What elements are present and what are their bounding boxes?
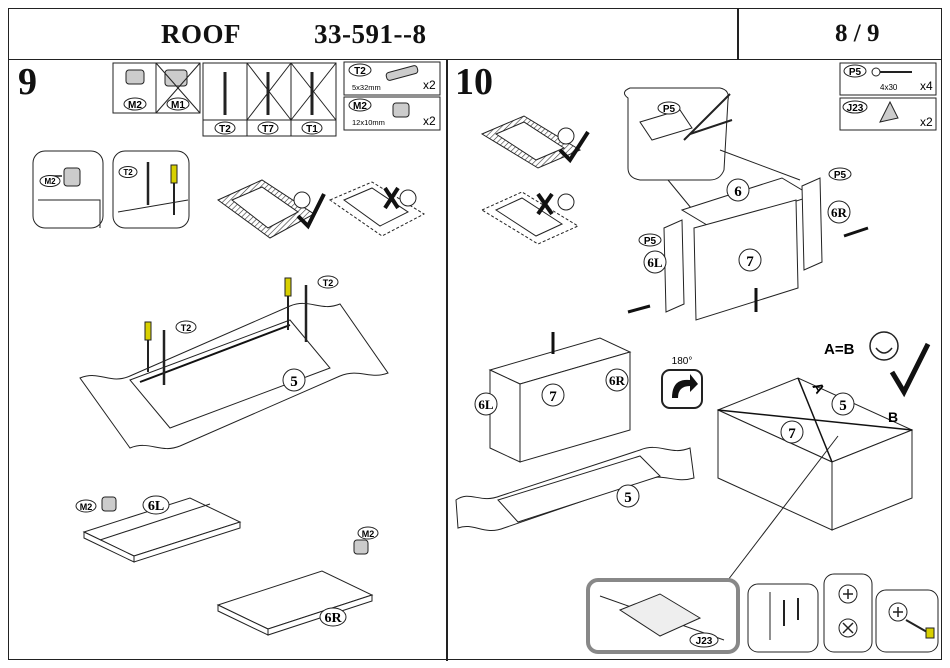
m2-part-label: M2	[128, 100, 142, 111]
instruction-sheet: ROOF 33-591--8 8 / 9	[8, 8, 942, 661]
detail-screw-3	[875, 589, 939, 653]
svg-text:T2: T2	[354, 66, 366, 77]
panel-5-on-surface: 5 T2 T2	[79, 275, 389, 450]
svg-text:T2: T2	[219, 124, 231, 135]
svg-text:4x30: 4x30	[880, 83, 898, 92]
step9-hardware-list: T2 5x32mm x2 M2 12x10mm x2	[343, 61, 441, 131]
svg-text:x4: x4	[920, 79, 933, 93]
svg-text:5: 5	[624, 490, 632, 506]
step-10-number: 10	[455, 61, 493, 103]
svg-text:x2: x2	[423, 114, 436, 128]
svg-text:6L: 6L	[478, 397, 494, 412]
svg-text:6L: 6L	[647, 255, 663, 270]
svg-text:T1: T1	[306, 124, 318, 135]
svg-text:6L: 6L	[148, 499, 164, 514]
surface-bad-10	[480, 191, 580, 245]
panel-6R: M2 6R	[216, 526, 379, 636]
svg-text:T7: T7	[262, 124, 274, 135]
detail-screw-1	[747, 583, 819, 653]
step-divider	[446, 59, 448, 661]
svg-text:A=B: A=B	[824, 341, 855, 358]
svg-text:7: 7	[788, 426, 796, 442]
document-title: ROOF	[161, 19, 241, 49]
svg-text:T2: T2	[181, 323, 192, 333]
product-code: 33-591--8	[314, 19, 427, 49]
surface-good	[217, 179, 326, 239]
svg-text:P5: P5	[663, 104, 676, 115]
header: ROOF 33-591--8 8 / 9	[9, 9, 941, 60]
detail-screw-2	[823, 573, 873, 653]
svg-text:x2: x2	[423, 78, 436, 92]
svg-text:7: 7	[746, 254, 754, 270]
svg-text:M2: M2	[44, 177, 56, 186]
svg-text:J23: J23	[696, 636, 713, 647]
detail-j23: J23	[586, 578, 740, 654]
tools-box: T2 T7 T1	[202, 62, 337, 137]
svg-text:6: 6	[734, 184, 742, 200]
svg-text:6R: 6R	[609, 373, 626, 388]
rotate-180-icon: 180°	[661, 356, 703, 409]
svg-text:T2: T2	[323, 278, 334, 288]
svg-text:12x10mm: 12x10mm	[352, 118, 385, 127]
svg-text:5: 5	[290, 374, 298, 390]
panel-6L: M2 6L	[75, 495, 242, 563]
detail-m2-insert: M2	[32, 150, 104, 229]
step-9-number: 9	[18, 61, 37, 103]
svg-text:P5: P5	[834, 170, 847, 181]
svg-text:5: 5	[839, 398, 847, 414]
step10-hardware-list: P5 4x30 x4 J23 x2	[839, 62, 937, 131]
exploded-cabinet: 6 7 6L 6R P5 P5	[627, 167, 869, 321]
svg-text:M2: M2	[80, 502, 93, 512]
svg-text:P5: P5	[644, 236, 657, 247]
header-divider	[737, 9, 739, 59]
svg-text:5x32mm: 5x32mm	[352, 83, 381, 92]
svg-text:M2: M2	[353, 101, 367, 112]
page-number: 8 / 9	[835, 20, 880, 47]
surface-bad	[328, 181, 426, 237]
diagonal-check: A=B A B 5 7	[716, 331, 931, 581]
svg-text:180°: 180°	[672, 356, 693, 367]
svg-text:x2: x2	[920, 115, 933, 129]
svg-text:B: B	[888, 409, 898, 425]
svg-text:6R: 6R	[324, 611, 342, 626]
assembled-box: 7 6L 6R 5	[455, 332, 695, 532]
svg-text:T2: T2	[123, 168, 133, 177]
svg-text:7: 7	[549, 389, 557, 405]
svg-text:M2: M2	[362, 529, 375, 539]
detail-t2-screw: T2	[112, 150, 190, 229]
surface-good-10	[480, 115, 590, 169]
parts-box-m2-m1: M2 M1	[112, 62, 201, 114]
svg-text:J23: J23	[847, 103, 864, 114]
svg-text:6R: 6R	[831, 205, 848, 220]
m1-part-label: M1	[171, 100, 185, 111]
zoom-detail-p5: P5	[624, 87, 801, 215]
svg-text:P5: P5	[849, 67, 862, 78]
